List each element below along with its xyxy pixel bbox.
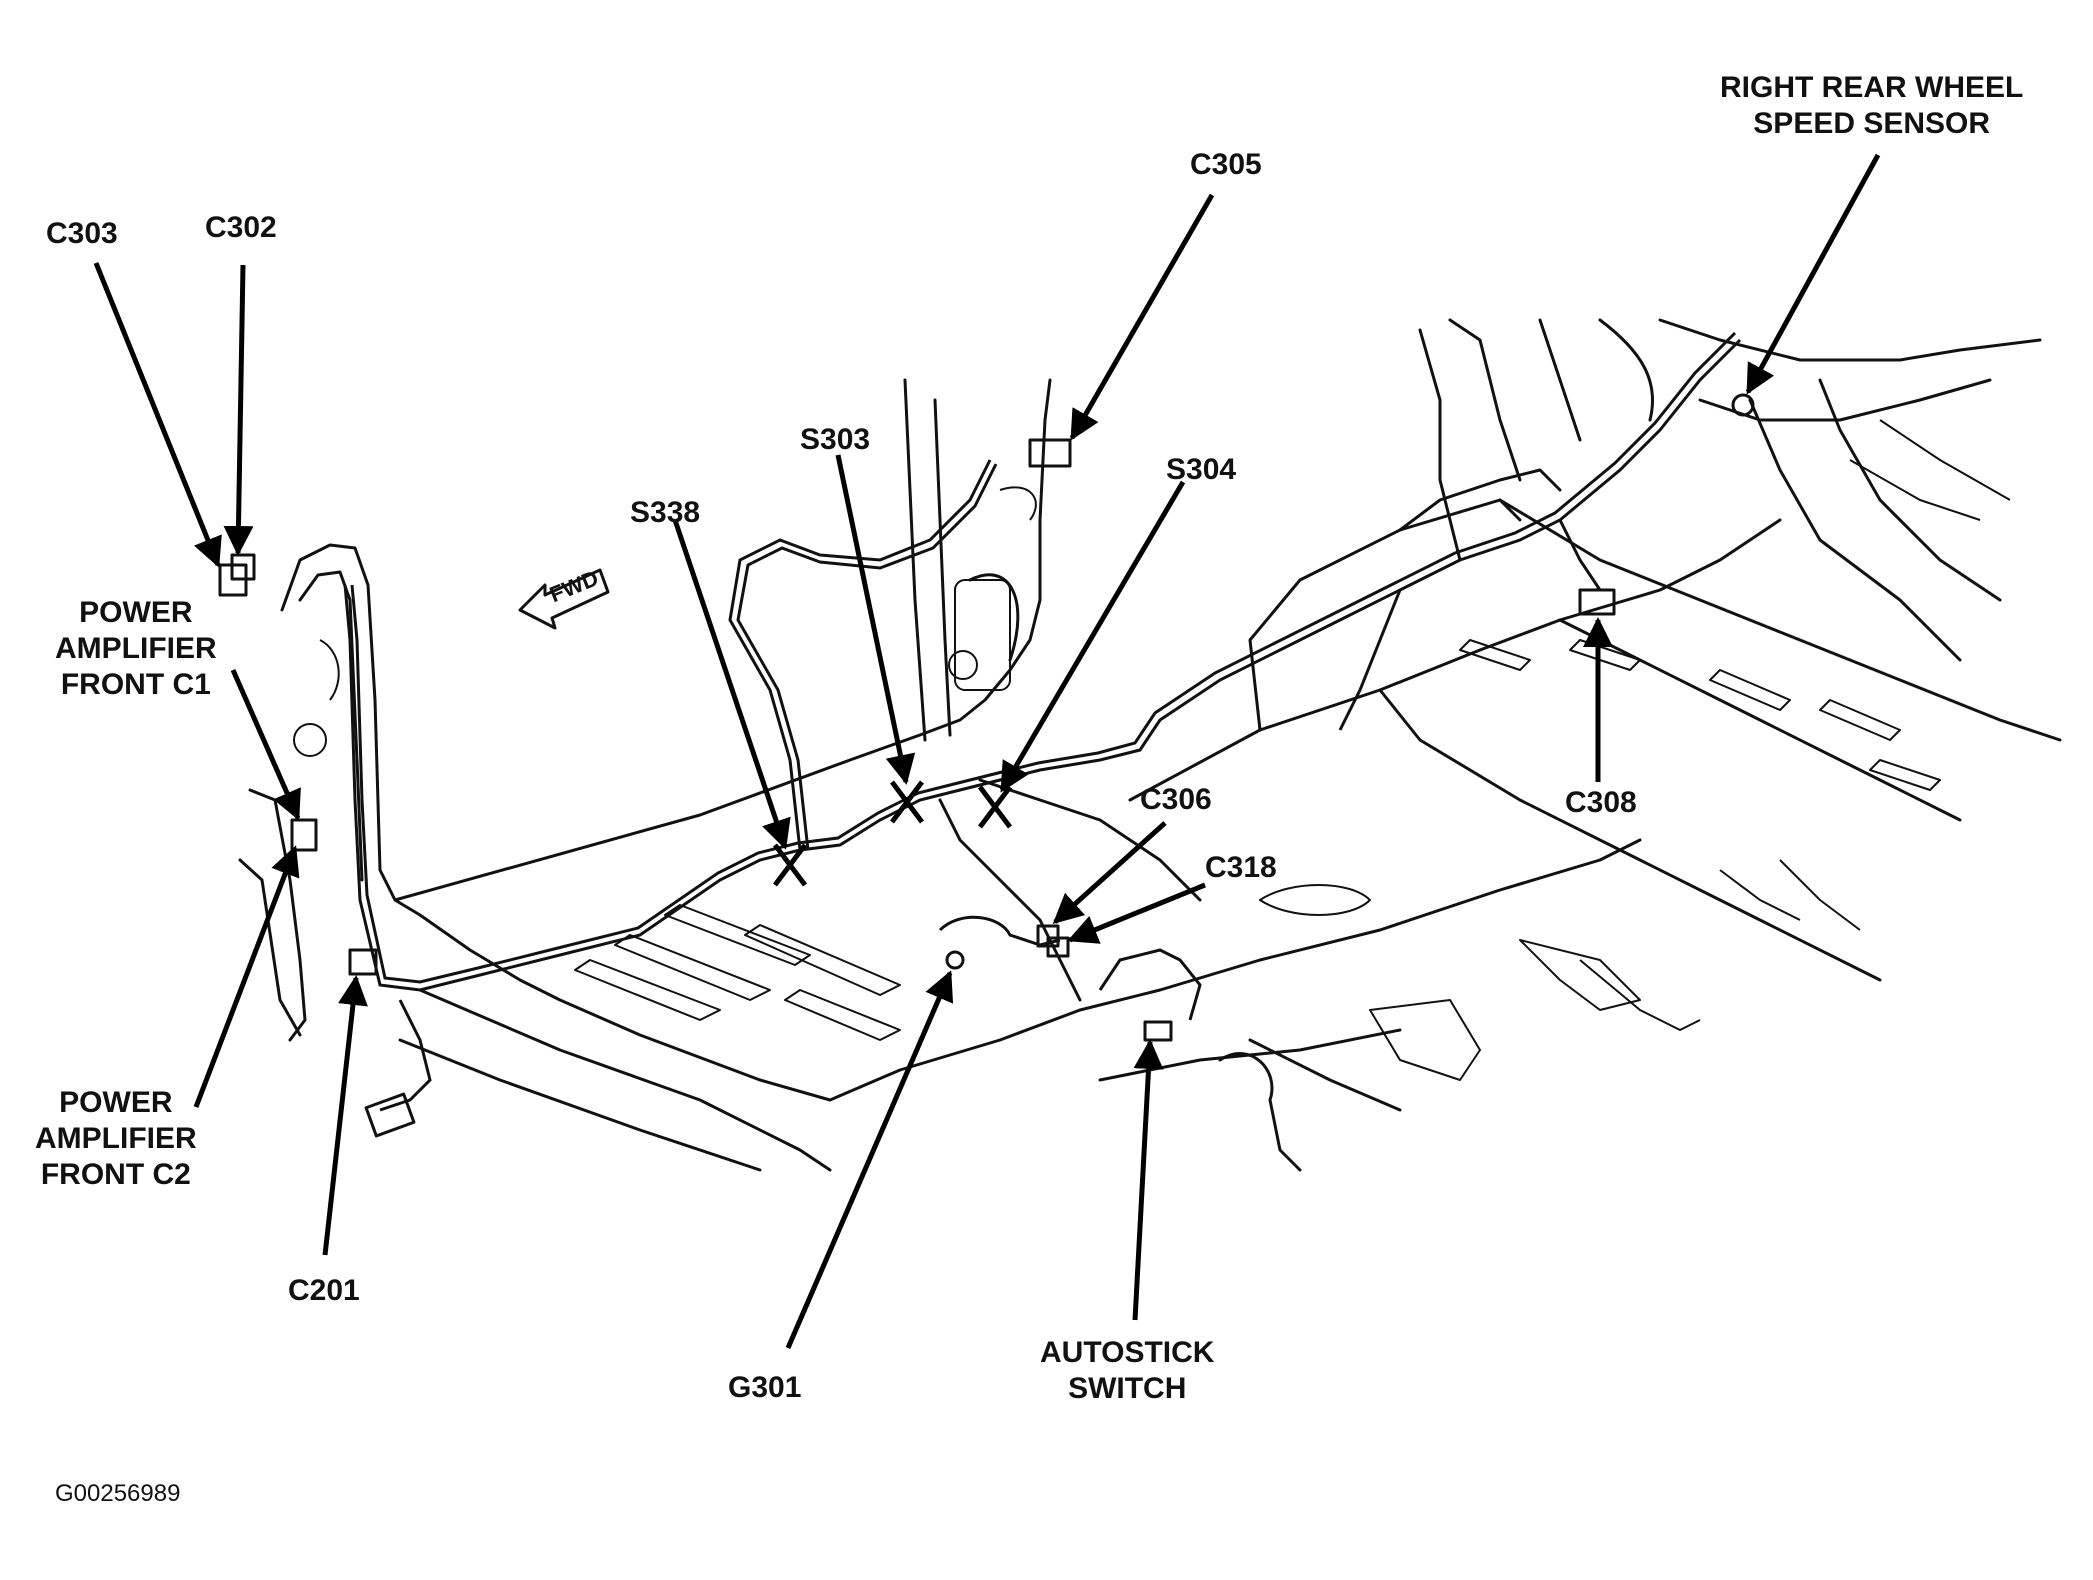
splice-s304-icon <box>978 785 1012 829</box>
wheel-speed-sensor-icon <box>1731 393 1755 417</box>
leader-c318 <box>1067 882 1206 944</box>
leader-power-amplifier-front-c2 <box>193 845 300 1108</box>
leader-autostick-switch <box>1132 1039 1164 1321</box>
leader-c306 <box>1052 821 1167 925</box>
body-outline <box>238 318 2062 1172</box>
leader-lines <box>93 153 1881 1349</box>
label-c303: C303 <box>46 217 118 250</box>
label-s338: S338 <box>630 496 701 529</box>
connector-c318-icon <box>1046 936 1070 958</box>
leader-power-amplifier-front-c1 <box>230 668 301 821</box>
connector-c201-icon <box>348 948 378 976</box>
label-power-amplifier-front-c1: POWER AMPLIFIER FRONT C1 <box>55 596 217 701</box>
label-c318: C318 <box>1205 851 1277 884</box>
label-c305: C305 <box>1190 148 1262 181</box>
leader-s338 <box>672 519 791 850</box>
fwd-text: FWD <box>546 565 602 607</box>
splice-s338-icon <box>773 843 807 887</box>
splice-s303-icon <box>890 780 924 824</box>
leader-c201 <box>322 975 368 1256</box>
fwd-arrow-icon: FWD <box>518 565 610 630</box>
connector-c305-icon <box>1028 438 1072 468</box>
ground-g301-icon <box>945 950 965 970</box>
label-power-amplifier-front-c2: POWER AMPLIFIER FRONT C2 <box>35 1086 197 1191</box>
label-autostick-switch: AUTOSTICK SWITCH <box>1040 1336 1215 1405</box>
label-c306: C306 <box>1140 783 1212 816</box>
leader-g301 <box>785 970 954 1349</box>
leader-right-rear-wheel-speed-sensor <box>1745 153 1881 395</box>
figure-code: G00256989 <box>55 1480 181 1507</box>
label-right-rear-wheel-speed-sensor: RIGHT REAR WHEEL SPEED SENSOR <box>1720 71 2024 140</box>
leader-c303 <box>93 262 222 568</box>
connector-c308-icon <box>1578 588 1616 616</box>
connector-pa-c1-icon <box>290 818 318 852</box>
label-g301: G301 <box>728 1371 802 1404</box>
label-c302: C302 <box>205 211 277 244</box>
wiring-harness <box>343 331 1742 1138</box>
leader-s304 <box>999 480 1186 793</box>
label-c308: C308 <box>1565 786 1637 819</box>
label-s303: S303 <box>800 423 871 456</box>
connector-c302-icon <box>230 553 256 581</box>
connector-symbols <box>218 393 1755 1042</box>
leader-c305 <box>1069 193 1215 441</box>
splice-marks <box>773 780 1012 887</box>
label-c201: C201 <box>288 1274 360 1307</box>
label-s304: S304 <box>1166 453 1237 486</box>
leader-s303 <box>835 454 916 785</box>
connector-autostick-icon <box>1143 1020 1173 1042</box>
leader-c302 <box>223 264 254 556</box>
